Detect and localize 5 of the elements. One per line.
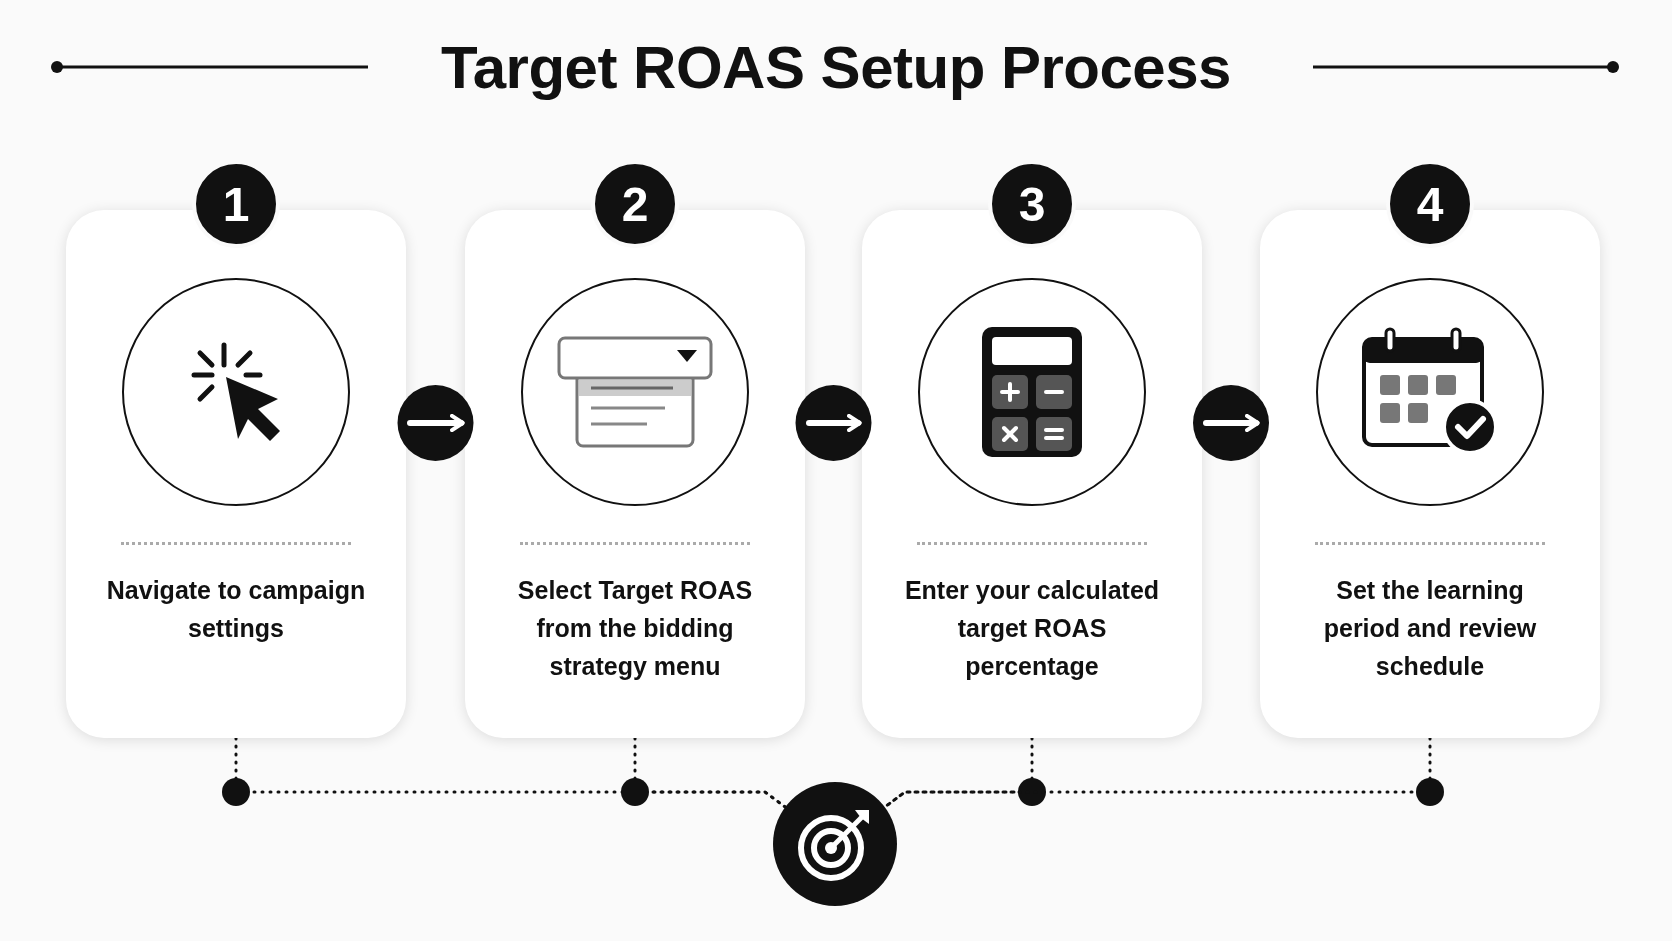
step-description: Select Target ROAS from the bidding strategy menu: [516, 575, 754, 682]
step-description: Navigate to campaign settings: [105, 575, 367, 644]
step-description: Set the learning period and review schedule: [1322, 575, 1538, 682]
title: Target ROAS Setup Process: [441, 33, 1231, 103]
step-description: Enter your calculated target ROAS percentage: [903, 575, 1161, 682]
